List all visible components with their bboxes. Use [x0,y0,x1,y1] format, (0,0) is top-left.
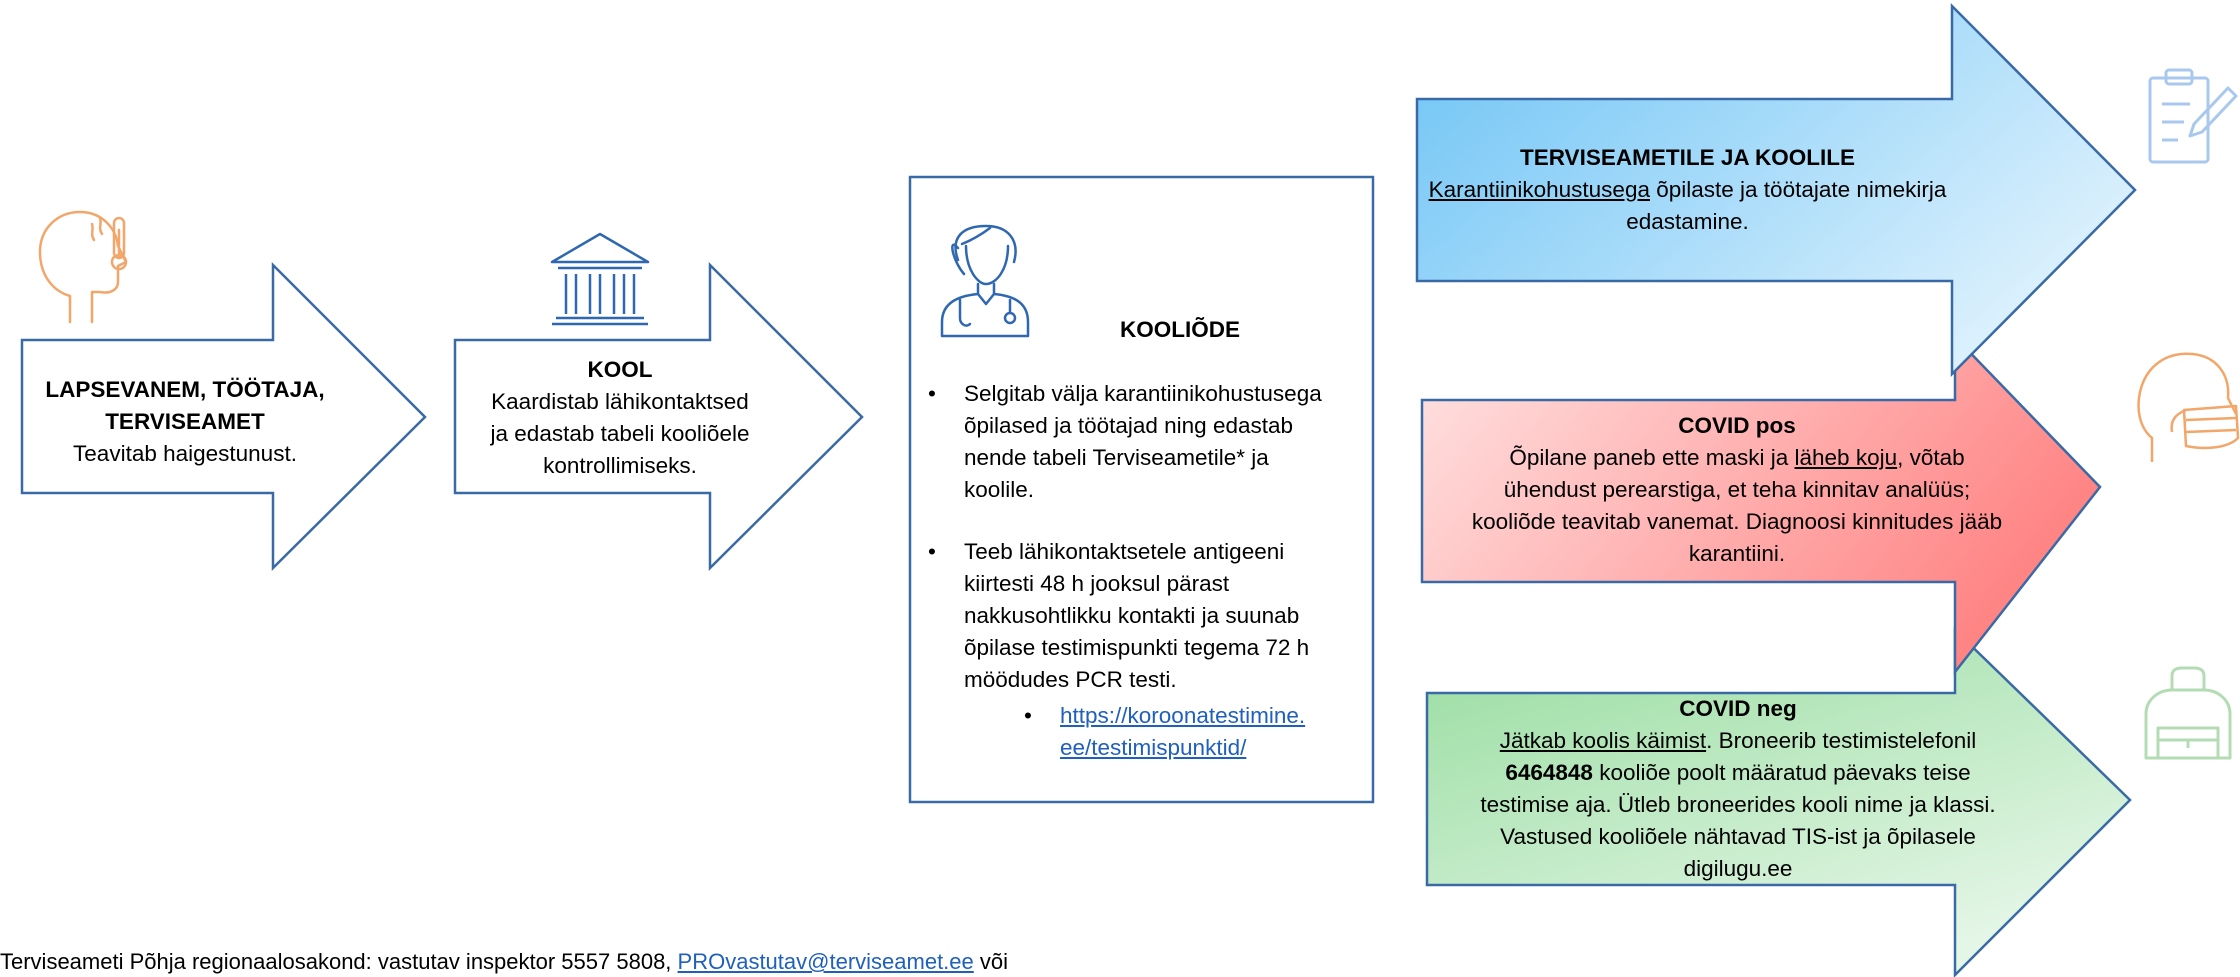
step1-title-line1: LAPSEVANEM, TÖÖTAJA, [45,377,325,402]
green-outcome-line2b: kooliõe poolt määratud päevaks teise [1592,760,1971,785]
nurse-bullet2-line: nakkusohtlikku kontakti ja suunab [964,603,1300,628]
green-outcome-phone: 6464848 [1505,760,1593,785]
footer-contact: Terviseameti Põhja regionaalosakond: vas… [0,948,1008,976]
step2-arrow [453,261,864,572]
red-outcome-line1-underline: läheb koju [1794,445,1898,470]
sick-person-thermometer-icon [38,210,128,324]
green-arrow [1425,627,2132,977]
face-mask-icon [2137,352,2240,462]
nurse-bullet2-line: kiirtesti 48 h jooksul pärast [964,571,1230,596]
red-outcome-title: COVID pos [1678,413,1796,438]
testing-points-link-line[interactable]: ee/testimispunktid/ [1060,735,1247,760]
step1-body: Teavitab haigestunust. [73,441,297,466]
step1-arrow [20,261,427,572]
red-outcome-line1b: , võtab [1897,445,1965,470]
nurse-bullet1-line: Selgitab välja karantiinikohustusega [964,381,1322,406]
step2-body-line3: kontrollimiseks. [543,453,697,478]
backpack-icon [2144,666,2232,760]
clipboard-icon [2148,68,2238,164]
school-building-icon [550,232,650,326]
step1-text: LAPSEVANEM, TÖÖTAJA, TERVISEAMET Teavita… [30,374,340,470]
nurse-bullet-1: Selgitab välja karantiinikohustusega õpi… [928,378,1368,506]
blue-outcome-underline: Karantiinikohustusega [1428,177,1650,202]
red-outcome-line4: karantiini. [1688,541,1786,566]
nurse-bullet2-line: õpilase testimispunkti tegema 72 h [964,635,1310,660]
step2-body-line1: Kaardistab lähikontaktsed [491,389,749,414]
footer-text: Terviseameti Põhja regionaalosakond: vas… [0,949,678,974]
green-outcome-line4: Vastused kooliõele nähtavad TIS-ist ja õ… [1500,824,1976,849]
blue-outcome-title: TERVISEAMETILE JA KOOLILE [1519,145,1856,170]
nurse-bullets: Selgitab välja karantiinikohustusega õpi… [928,378,1368,764]
green-outcome-text: COVID neg Jätkab koolis käimist. Broneer… [1430,693,2046,885]
nurse-bullet2-line: möödudes PCR testi. [964,667,1177,692]
testing-points-link[interactable]: https://koroonatestimine. ee/testimispun… [1024,700,1368,764]
step1-title-line2: TERVISEAMET [105,409,265,434]
blue-outcome-text: TERVISEAMETILE JA KOOLILE Karantiinikohu… [1420,142,1955,238]
nurse-bullet1-line: õpilased ja töötajad ning edastab [964,413,1294,438]
red-outcome-text: COVID pos Õpilane paneb ette maski ja lä… [1424,410,2050,570]
nurse-bullet2-line: Teeb lähikontaktsetele antigeeni [964,539,1285,564]
nurse-bullet-2: Teeb lähikontaktsetele antigeeni kiirtes… [928,536,1368,696]
green-outcome-title: COVID neg [1679,696,1797,721]
step2-body-line2: ja edastab tabeli kooliõele [490,421,750,446]
footer-email-link[interactable]: PROvastutav@terviseamet.ee [677,949,974,974]
step2-title: KOOL [587,357,653,382]
testing-points-link-line[interactable]: https://koroonatestimine. [1060,703,1306,728]
nurse-icon [940,224,1030,338]
nurse-bullet1-line: koolile. [964,477,1035,502]
nurse-bullet1-line: nende tabeli Terviseametile* ja [964,445,1269,470]
green-outcome-line3: testimise aja. Ütleb broneerides kooli n… [1480,792,1996,817]
blue-arrow [1415,2,2137,378]
step2-text: KOOL Kaardistab lähikontaktsed ja edasta… [462,354,778,482]
footer-text-after: või [973,949,1009,974]
red-outcome-line3: kooliõde teavitab vanemat. Diagnoosi kin… [1471,509,2003,534]
green-outcome-line5: digilugu.ee [1683,856,1793,881]
red-arrow [1420,333,2102,676]
blue-outcome-line1: õpilaste ja töötajate nimekirja [1649,177,1947,202]
green-outcome-line1b: . Broneerib testimistelefonil [1706,728,1977,753]
blue-outcome-line2: edastamine. [1626,209,1749,234]
nurse-title: KOOLIÕDE [1119,317,1240,342]
red-outcome-line1a: Õpilane paneb ette maski ja [1509,445,1795,470]
green-outcome-line1-underline: Jätkab koolis käimist [1499,728,1707,753]
red-outcome-line2: ühendust perearstiga, et teha kinnitav a… [1503,477,1971,502]
